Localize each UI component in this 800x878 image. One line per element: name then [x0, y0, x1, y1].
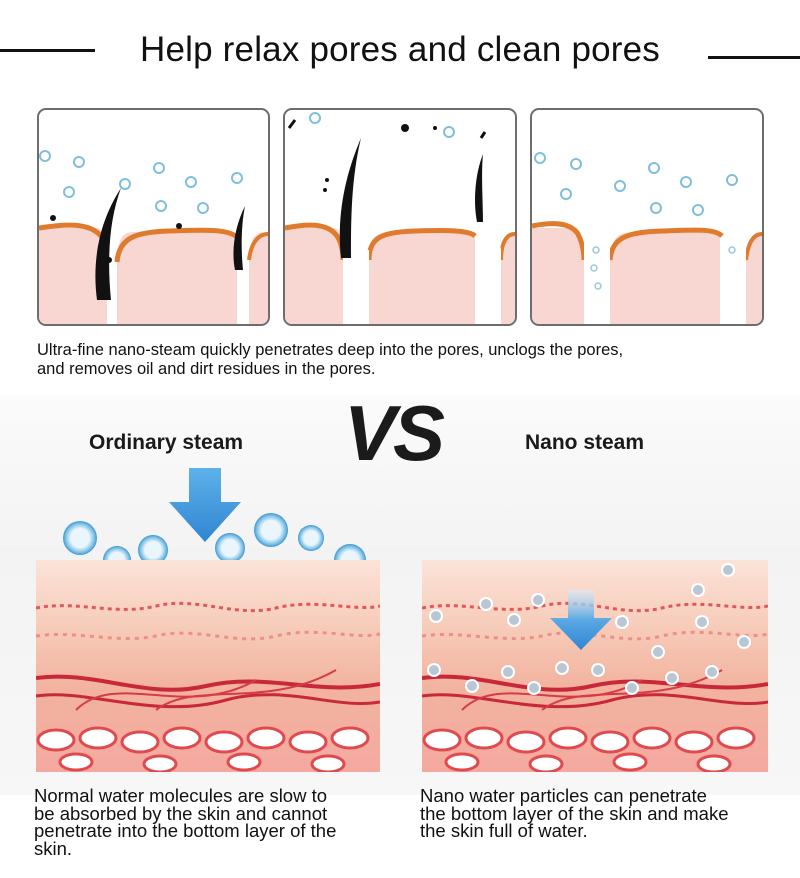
water-droplet-icon — [197, 202, 209, 214]
water-droplet-icon — [63, 186, 75, 198]
water-droplet-icon — [650, 202, 662, 214]
ordinary-skin-cross-section — [36, 560, 380, 772]
water-droplet-icon — [73, 156, 85, 168]
top-caption-line2: and removes oil and dirt residues in the… — [37, 360, 376, 378]
ordinary-desc-line1: Normal water molecules are slow to — [34, 785, 328, 806]
title-rule-right — [708, 56, 800, 59]
page-title: Help relax pores and clean pores — [139, 30, 661, 69]
water-droplet-icon — [215, 533, 245, 563]
top-caption-line1: Ultra-fine nano-steam quickly penetrates… — [37, 341, 624, 359]
panel-steam-opening — [283, 108, 517, 326]
water-droplet-icon — [648, 162, 660, 174]
nano-steam-description: Nano water particles can penetrate the b… — [420, 787, 729, 840]
hair-icon — [95, 188, 121, 300]
water-droplet-icon — [138, 535, 168, 565]
clogged-pores-illustration — [39, 150, 268, 324]
water-droplet-icon — [153, 162, 165, 174]
nano-skin-cross-section — [422, 560, 768, 772]
down-arrow-icon — [550, 590, 612, 650]
water-droplet-icon — [39, 150, 51, 162]
ordinary-desc-line4: skin. — [34, 837, 73, 859]
water-droplet-icon — [254, 513, 288, 547]
water-droplet-icon — [185, 176, 197, 188]
nano-desc-line1: Nano water particles can penetrate — [420, 785, 707, 806]
water-droplet-icon — [119, 178, 131, 190]
water-droplet-icon — [155, 200, 167, 212]
top-caption: Ultra-fine nano-steam quickly penetrates… — [37, 341, 623, 379]
panel-clean-pores — [530, 108, 764, 326]
panel-clogged-pores — [37, 108, 270, 326]
water-droplet-icon — [560, 188, 572, 200]
clean-pores-illustration — [532, 152, 762, 324]
down-arrow-icon — [169, 468, 241, 542]
title-rule-left — [0, 49, 95, 52]
water-droplet-icon — [570, 158, 582, 170]
hair-icon — [339, 138, 361, 258]
water-droplet-icon — [614, 180, 626, 192]
water-droplet-icon — [63, 521, 97, 555]
ordinary-desc-line2: be absorbed by the skin and cannot — [34, 802, 328, 824]
nano-desc-line2: the bottom layer of the skin and make — [420, 802, 729, 824]
water-droplet-icon — [231, 172, 243, 184]
ordinary-desc-line3: penetrate into the bottom layer of the — [34, 820, 337, 841]
water-droplet-icon — [309, 112, 321, 124]
nano-steam-heading: Nano steam — [525, 431, 645, 454]
vs-label: VS — [344, 389, 445, 477]
hair-icon — [233, 206, 245, 270]
water-droplet-icon — [680, 176, 692, 188]
water-droplet-icon — [726, 174, 738, 186]
water-droplet-icon — [534, 152, 546, 164]
hair-icon — [475, 154, 483, 222]
water-droplet-icon — [298, 525, 324, 551]
steam-opening-illustration — [285, 112, 515, 324]
ordinary-steam-heading: Ordinary steam — [89, 431, 244, 454]
water-droplet-icon — [692, 204, 704, 216]
nano-desc-line3: the skin full of water. — [420, 820, 588, 841]
water-droplet-icon — [443, 126, 455, 138]
ordinary-steam-description: Normal water molecules are slow to be ab… — [34, 787, 336, 857]
